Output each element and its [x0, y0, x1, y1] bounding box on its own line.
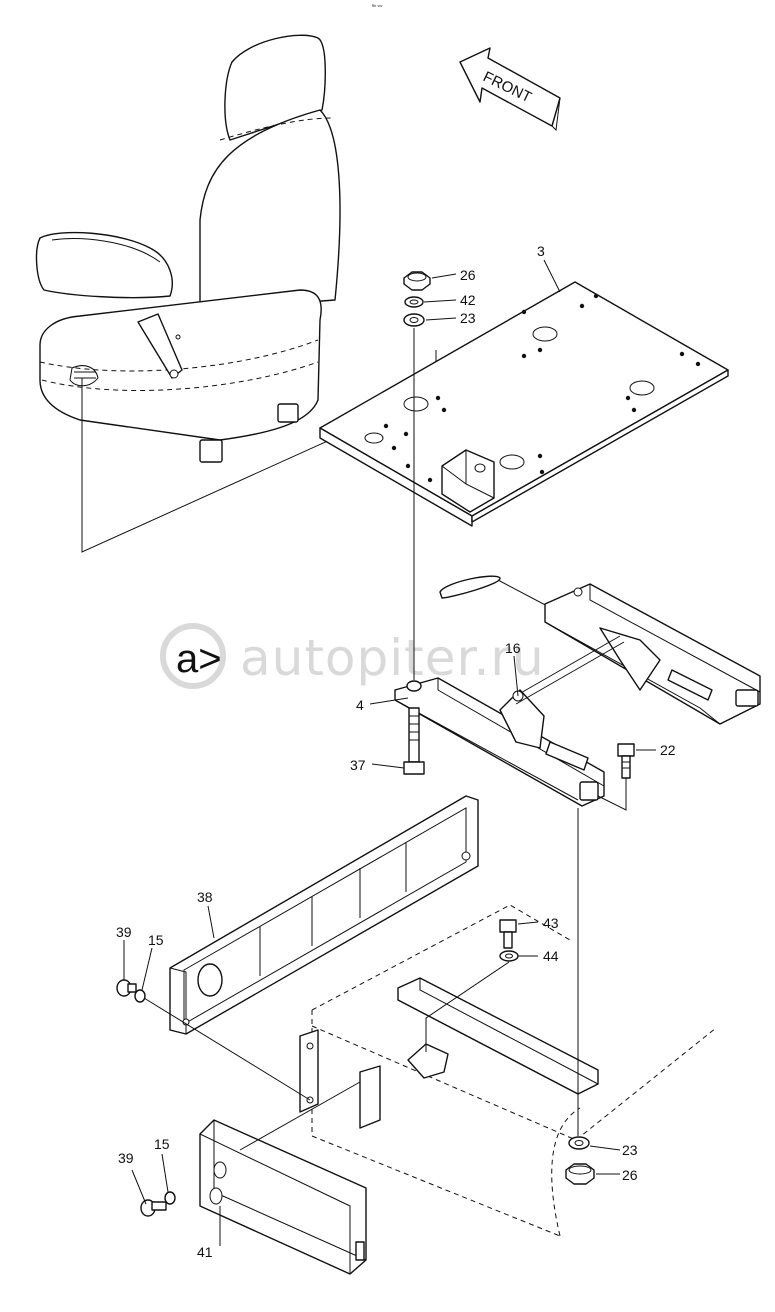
label-15-upper: 15: [148, 932, 164, 948]
screw-39-washer-15-lower: [140, 1191, 176, 1217]
screw-39-upper-line: [143, 997, 311, 1101]
label-3: 3: [537, 243, 545, 259]
screw-39-washer-15-upper: [116, 979, 146, 1003]
bolt-43-line: [425, 961, 510, 1052]
label-16: 16: [505, 640, 521, 656]
label-26-bottom: 26: [622, 1167, 638, 1183]
rear-cover-38: [169, 795, 479, 1035]
label-37: 37: [350, 757, 366, 773]
leader-lines: [123, 259, 656, 1246]
front-arrow: FRONT: [459, 47, 561, 132]
label-41: 41: [197, 1244, 213, 1260]
label-23-bottom: 23: [622, 1142, 638, 1158]
label-22: 22: [660, 742, 676, 758]
label-43: 43: [543, 915, 559, 931]
bolt-43-washer-44: [499, 919, 519, 962]
rail-hardware-bottom: [565, 1136, 595, 1185]
label-39-lower: 39: [118, 1150, 134, 1166]
side-cover-41: [199, 1119, 367, 1275]
label-44: 44: [543, 948, 559, 964]
frame-phantom: [299, 904, 717, 1237]
part-labels: 26 42 23 3 16 4 22 37 38 43 39 15 44 23 …: [116, 243, 676, 1260]
watermark-text: autopiter.ru: [240, 629, 545, 687]
plate-hardware-top: [403, 271, 431, 327]
label-39-upper: 39: [116, 924, 132, 940]
label-26-top: 26: [460, 267, 476, 283]
bolt-22: [617, 743, 635, 779]
label-38: 38: [197, 889, 213, 905]
label-4: 4: [356, 697, 364, 713]
seat-plate: [319, 281, 729, 527]
label-15-lower: 15: [154, 1136, 170, 1152]
label-23-top: 23: [460, 310, 476, 326]
slide-rail-assembly: [394, 575, 761, 807]
bolt-22-line: [597, 778, 627, 811]
bolt-37: [403, 707, 425, 775]
watermark: a> autopiter.ru: [160, 623, 545, 689]
seat-assembly: [35, 34, 341, 463]
label-42: 42: [460, 292, 476, 308]
svg-text:a>: a>: [176, 637, 222, 681]
side-cover-line: [239, 1081, 361, 1151]
corner-mark: ᴿᵇ ᵛᵛᵛ: [372, 4, 383, 10]
